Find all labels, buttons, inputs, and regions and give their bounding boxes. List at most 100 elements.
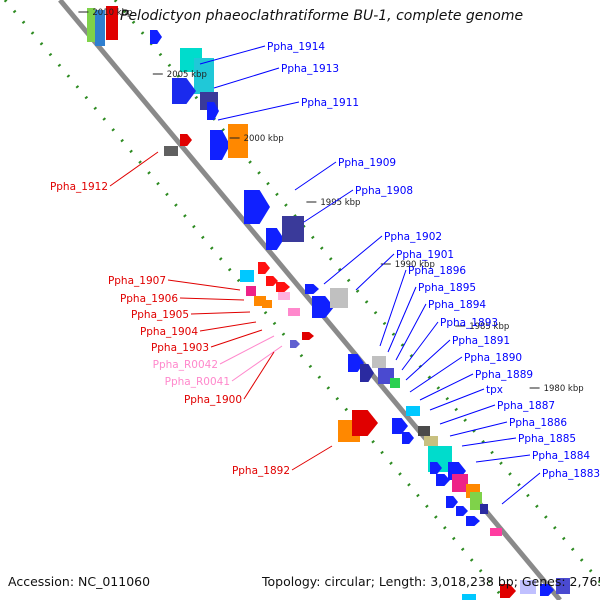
label-leader-8 — [379, 269, 407, 347]
label-leader-26 — [210, 329, 263, 348]
gene-feature-11 — [228, 124, 248, 158]
gene-feature-7 — [172, 78, 196, 104]
gene-feature-16 — [282, 216, 304, 242]
gene-label-20: Ppha_1883 — [542, 468, 600, 480]
label-leader-11 — [401, 321, 439, 371]
gene-label-17: Ppha_1886 — [509, 417, 567, 429]
gene-feature-40 — [406, 406, 420, 416]
label-leader-14 — [419, 373, 474, 401]
gene-label-22: Ppha_1907 — [108, 275, 166, 287]
gene-feature-24 — [246, 286, 256, 296]
gene-feature-9 — [207, 102, 219, 120]
gene-feature-50 — [446, 496, 458, 508]
gene-label-10: Ppha_1894 — [428, 299, 486, 311]
gene-feature-6 — [194, 58, 214, 94]
gene-label-4: Ppha_1909 — [338, 157, 396, 169]
tick-label-2: 2005 kbp — [167, 70, 207, 80]
label-leader-27 — [219, 335, 275, 365]
label-leader-7 — [355, 253, 395, 291]
gene-feature-56 — [478, 586, 496, 600]
gene-label-2: Ppha_1913 — [281, 63, 339, 75]
gene-label-11: Ppha_1893 — [440, 317, 498, 329]
gene-label-8: Ppha_1896 — [408, 265, 466, 277]
label-leader-4 — [294, 161, 337, 191]
label-leader-25 — [199, 321, 257, 332]
gene-label-30: Ppha_1892 — [232, 465, 290, 477]
label-leader-30 — [291, 445, 333, 471]
gene-feature-41 — [418, 426, 430, 436]
genome-summary-text: Topology: circular; Length: 3,018,238 bp… — [262, 574, 600, 589]
label-leader-23 — [179, 297, 245, 301]
gene-feature-20 — [240, 270, 254, 282]
genome-title: Pelodictyon phaeoclathratiforme BU-1, co… — [120, 8, 524, 24]
gene-feature-55 — [462, 594, 476, 600]
label-leader-13 — [409, 356, 463, 393]
label-leader-21 — [109, 151, 159, 187]
gene-feature-54 — [490, 528, 502, 536]
gene-feature-23 — [276, 282, 290, 292]
gene-label-13: Ppha_1890 — [464, 352, 522, 364]
gene-label-7: Ppha_1901 — [396, 249, 454, 261]
gene-label-5: Ppha_1908 — [355, 185, 413, 197]
gene-feature-51 — [456, 506, 468, 516]
gene-feature-19 — [330, 288, 348, 308]
gene-feature-10 — [210, 130, 230, 160]
gene-label-23: Ppha_1906 — [120, 293, 178, 305]
label-leader-16 — [439, 404, 496, 425]
gene-feature-30 — [302, 332, 314, 340]
dotted-guide-lines — [3, 0, 600, 600]
label-leader-5 — [303, 189, 354, 223]
tick-label-4: 1995 kbp — [320, 198, 360, 208]
label-leader-29 — [243, 351, 275, 400]
label-leader-20 — [501, 472, 541, 505]
gene-feature-57 — [500, 584, 516, 598]
tick-label-7: 1980 kbp — [544, 384, 584, 394]
gene-feature-39 — [402, 432, 414, 444]
label-leader-10 — [395, 303, 427, 361]
gene-label-9: Ppha_1895 — [418, 282, 476, 294]
gene-label-6: Ppha_1902 — [384, 231, 442, 243]
gene-feature-12 — [180, 134, 192, 146]
gene-label-3: Ppha_1911 — [301, 97, 359, 109]
label-leader-12 — [405, 339, 451, 381]
gene-feature-29 — [290, 340, 300, 348]
gene-labels: Ppha_1914Ppha_1913Ppha_1911Ppha_1909Ppha… — [50, 41, 600, 505]
gene-feature-47 — [452, 474, 468, 492]
gene-feature-35 — [390, 378, 400, 388]
gene-feature-25 — [254, 296, 266, 306]
gene-label-24: Ppha_1905 — [131, 309, 189, 321]
gene-label-21: Ppha_1912 — [50, 181, 108, 193]
gene-label-14: Ppha_1889 — [475, 369, 533, 381]
gene-label-29: Ppha_1900 — [184, 394, 242, 406]
gene-label-16: Ppha_1887 — [497, 400, 555, 412]
gene-feature-21 — [258, 262, 270, 274]
gene-feature-27 — [278, 292, 290, 300]
gene-feature-18 — [312, 296, 334, 318]
label-leader-17 — [449, 421, 508, 437]
label-leader-22 — [167, 279, 241, 291]
label-leader-24 — [190, 311, 251, 315]
gene-label-26: Ppha_1903 — [151, 342, 209, 354]
gene-feature-49 — [470, 492, 482, 510]
gene-label-18: Ppha_1885 — [518, 433, 576, 445]
label-leader-2 — [213, 67, 280, 89]
gene-feature-38 — [392, 418, 408, 434]
gene-label-25: Ppha_1904 — [140, 326, 198, 338]
gene-label-19: Ppha_1884 — [532, 450, 590, 462]
gene-label-27: Ppha_R0042 — [153, 359, 218, 371]
gene-feature-46 — [436, 474, 450, 486]
gene-feature-3 — [106, 6, 118, 40]
label-leader-9 — [387, 286, 417, 353]
gene-feature-28 — [288, 308, 300, 316]
gene-label-12: Ppha_1891 — [452, 335, 510, 347]
accession-text: Accession: NC_011060 — [8, 574, 151, 589]
gene-feature-13 — [164, 146, 178, 156]
gene-feature-58 — [520, 580, 536, 594]
label-leader-3 — [217, 101, 300, 121]
gene-feature-45 — [430, 462, 442, 474]
gene-label-15: tpx — [486, 384, 503, 396]
gene-feature-32 — [360, 364, 374, 382]
